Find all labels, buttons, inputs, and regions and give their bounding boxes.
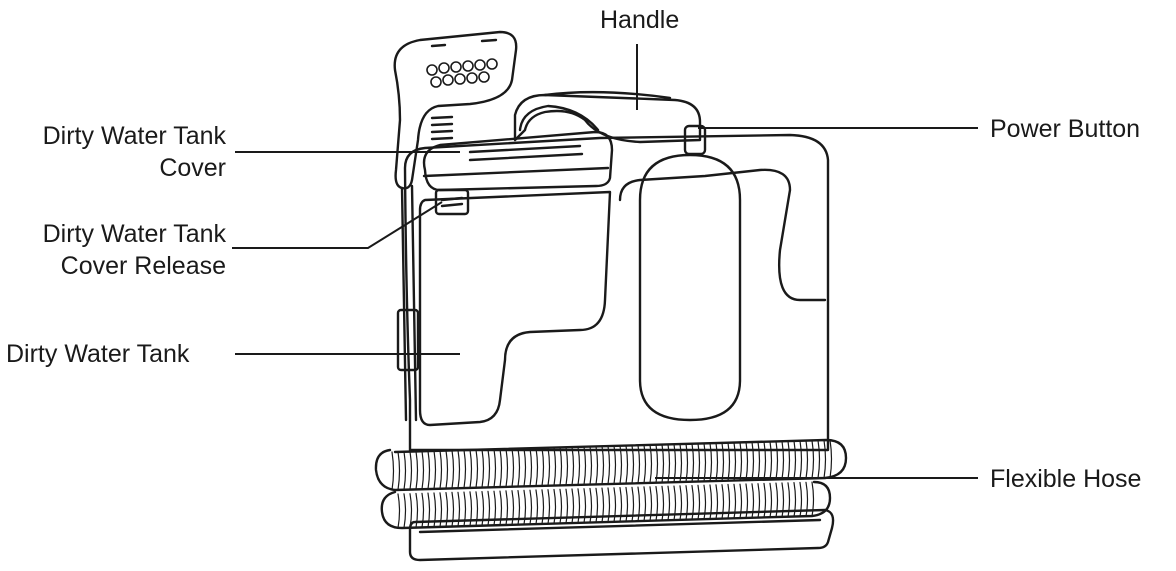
- tank-window: [418, 190, 612, 427]
- label-tank-cover: Dirty Water Tank Cover: [4, 120, 226, 184]
- side-panel: [618, 168, 827, 302]
- label-tank-cover-line2: Cover: [159, 154, 226, 182]
- label-cover-release-line2: Cover Release: [60, 252, 226, 280]
- tank-cover: [422, 130, 614, 192]
- wand-spring: [430, 115, 454, 141]
- wand-nozzle-holes: [426, 58, 498, 88]
- label-cover-release-line1: Dirty Water Tank: [42, 220, 226, 248]
- label-tank-cover-line1: Dirty Water Tank: [42, 122, 226, 150]
- leader-cover-release: [232, 201, 443, 249]
- handle-grip: [518, 104, 600, 132]
- cover-release-button: [434, 188, 470, 216]
- front-oval-panel: [638, 153, 742, 422]
- tube-clip: [396, 308, 420, 372]
- wand-top-slots: [430, 38, 498, 48]
- wand-body: [393, 30, 518, 190]
- label-cover-release: Dirty Water Tank Cover Release: [4, 218, 226, 282]
- handle-top-edge: [543, 90, 672, 100]
- tank-cover-groove: [468, 144, 584, 162]
- label-flexible-hose: Flexible Hose: [990, 465, 1142, 493]
- label-handle: Handle: [600, 6, 680, 34]
- label-power-button: Power Button: [990, 115, 1141, 143]
- base-tray-inner: [418, 518, 822, 534]
- label-dirty-water-tank: Dirty Water Tank: [6, 340, 190, 368]
- hose-ribs: [391, 439, 833, 529]
- tank-cover-lip: [422, 166, 610, 178]
